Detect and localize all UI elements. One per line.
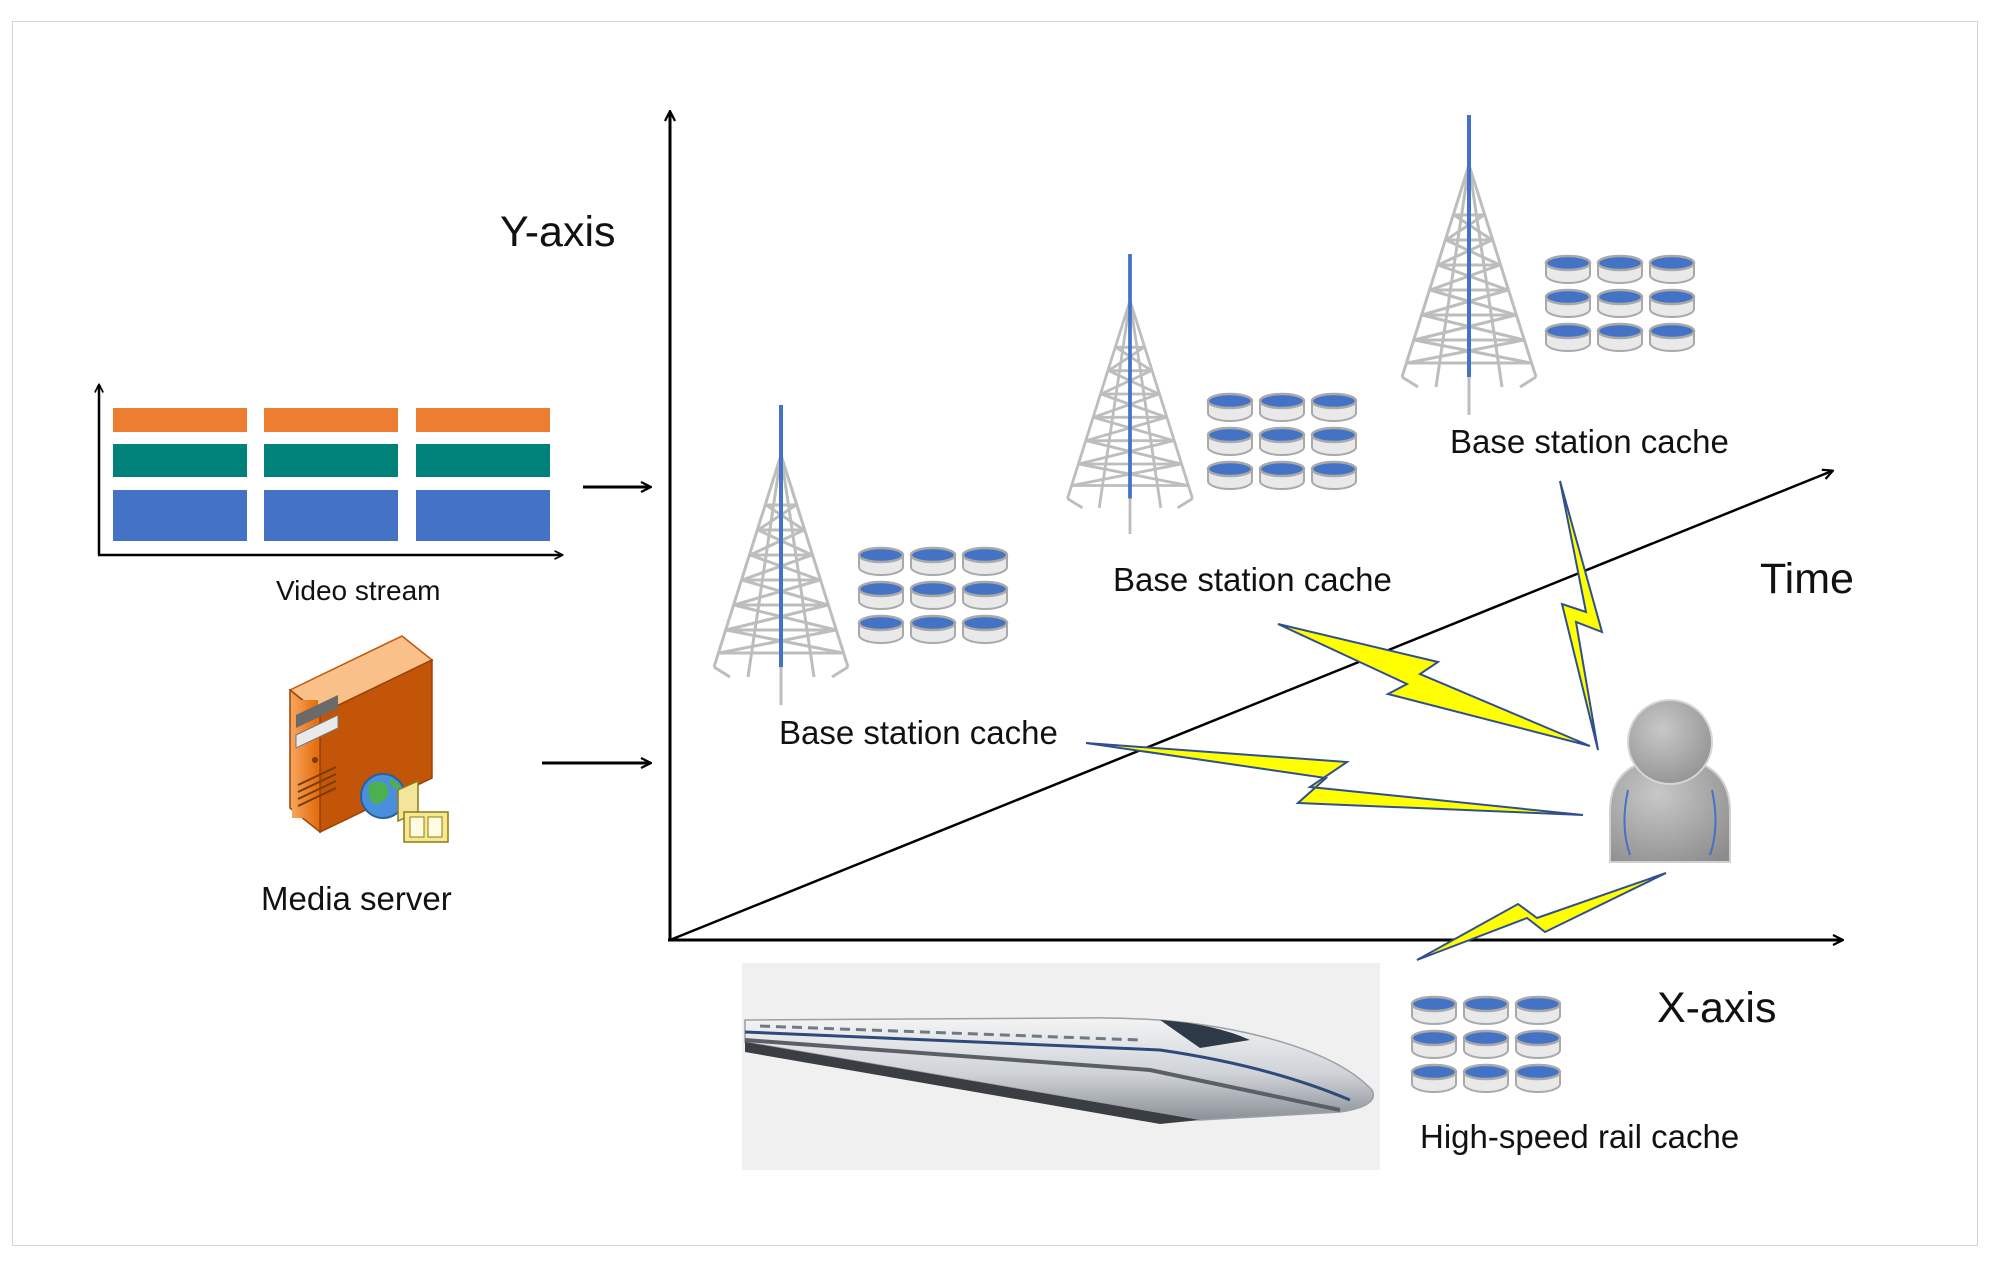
stream-segment-blue (264, 490, 398, 541)
database-stack-icon (1208, 394, 1356, 489)
high-speed-train-icon (742, 963, 1380, 1170)
wireless-lightning-icon (1085, 742, 1584, 816)
cell-tower-icon (1402, 115, 1536, 415)
base-station-cache-label: Base station cache (779, 714, 1058, 751)
user-icon (1609, 699, 1731, 863)
figure-frame (12, 21, 1978, 1246)
y-axis-label: Y-axis (500, 208, 616, 256)
stream-segment-orange (416, 408, 550, 432)
video-stream-chart (98, 385, 562, 555)
stream-segment-orange (113, 408, 247, 432)
database-stack-icon (1546, 256, 1694, 351)
video-stream-label: Video stream (276, 575, 441, 606)
wireless-lightning-icon (1559, 480, 1604, 751)
cell-tower-icon (1065, 252, 1195, 536)
x-axis-label: X-axis (1657, 984, 1777, 1032)
wireless-lightning-icon (1416, 872, 1667, 961)
stream-segment-teal (113, 444, 247, 477)
stream-segment-blue (416, 490, 550, 541)
database-stack-icon (1412, 997, 1560, 1092)
base-station-cache-label: Base station cache (1450, 423, 1729, 460)
database-stack-icon (859, 548, 1007, 643)
time-axis-line (669, 471, 1832, 942)
stream-segment-teal (416, 444, 550, 477)
stream-segment-teal (264, 444, 398, 477)
stream-segment-orange (264, 408, 398, 432)
media-server-label: Media server (261, 880, 452, 917)
high-speed-rail-cache-label: High-speed rail cache (1420, 1118, 1740, 1155)
base-station-cache-label: Base station cache (1113, 561, 1392, 598)
media-server-icon (288, 635, 449, 843)
wireless-lightning-icon (1277, 623, 1591, 747)
time-axis-label: Time (1760, 555, 1854, 603)
cell-tower-icon (712, 403, 850, 707)
stream-segment-blue (113, 490, 247, 541)
